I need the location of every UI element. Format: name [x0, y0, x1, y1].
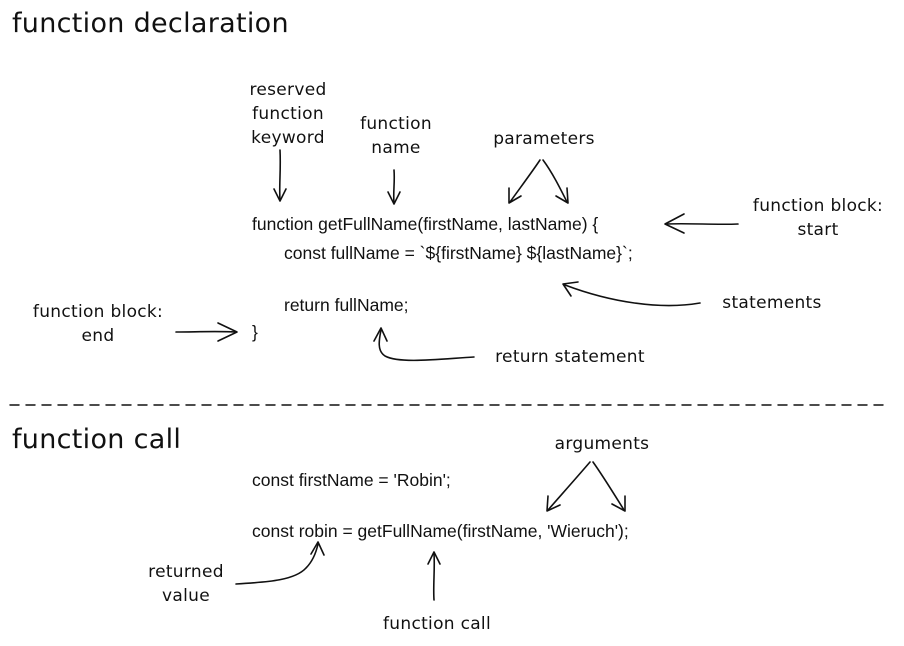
- annotation-function-block-end: function block: end: [22, 300, 174, 348]
- arrow-arguments-right: [592, 461, 626, 512]
- annotation-arguments: arguments: [554, 434, 650, 454]
- code-line-closing-brace: }: [252, 322, 258, 342]
- code-line-function-signature: function getFullName(firstName, lastName…: [252, 214, 599, 234]
- annotation-returned-value: returned value: [138, 560, 234, 608]
- annotation-line: name: [371, 138, 421, 158]
- annotation-return-statement: return statement: [495, 347, 645, 367]
- annotation-function-call: function call: [383, 614, 491, 634]
- annotation-line: function: [360, 114, 432, 134]
- arrow-reserved-keyword: [273, 149, 287, 202]
- annotation-line: function block:: [32, 302, 164, 322]
- function-call-heading: function call: [12, 424, 182, 455]
- annotation-line: reserved: [249, 80, 327, 100]
- arrow-function-name: [387, 169, 401, 205]
- arrow-parameters-left: [508, 159, 541, 204]
- annotation-line: end: [81, 326, 115, 346]
- annotation-line: keyword: [251, 128, 325, 148]
- annotation-line: function block:: [752, 196, 884, 216]
- annotation-statements: statements: [722, 293, 822, 313]
- arrow-block-start: [664, 213, 739, 234]
- code-line-const-firstname: const firstName = 'Robin';: [252, 470, 451, 490]
- annotation-line: function: [252, 104, 324, 124]
- annotation-line: value: [162, 586, 210, 606]
- annotation-function-name: function name: [350, 112, 442, 160]
- code-line-const-fullname: const fullName = `${firstName} ${lastNam…: [284, 243, 633, 263]
- arrow-return-statement: [373, 327, 475, 362]
- annotation-line: returned: [148, 562, 224, 582]
- annotation-function-block-start: function block: start: [743, 194, 893, 242]
- function-declaration-heading: function declaration: [12, 8, 289, 39]
- arrow-statements: [562, 281, 701, 307]
- annotation-line: start: [797, 220, 839, 240]
- code-line-return: return fullName;: [284, 295, 409, 315]
- arrow-function-call: [427, 551, 441, 601]
- arrow-parameters-right: [542, 159, 569, 204]
- arrow-arguments-left: [546, 461, 591, 512]
- arrow-returned-value: [235, 541, 325, 585]
- annotation-reserved-function-keyword: reserved function keyword: [240, 78, 336, 150]
- arrow-block-end: [175, 322, 238, 342]
- code-line-const-robin: const robin = getFullName(firstName, 'Wi…: [252, 521, 629, 541]
- annotation-parameters: parameters: [493, 129, 595, 149]
